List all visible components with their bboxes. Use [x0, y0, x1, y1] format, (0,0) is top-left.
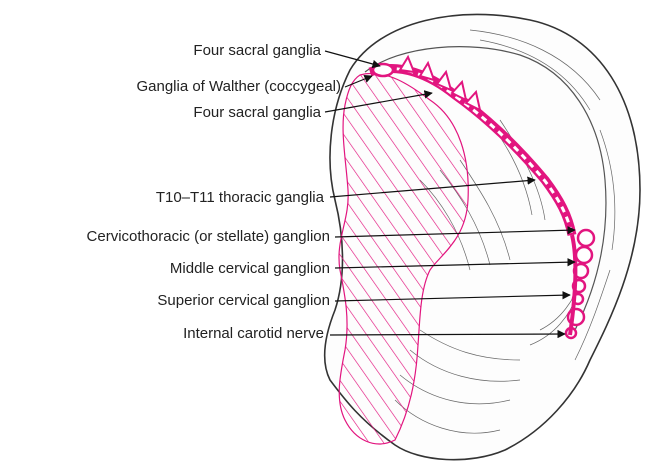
- label-middle-cervical: Middle cervical ganglion: [170, 260, 330, 278]
- label-walther: Ganglia of Walther (coccygeal): [136, 78, 341, 96]
- label-stellate: Cervicothoracic (or stellate) ganglion: [87, 228, 330, 246]
- label-superior-cervical: Superior cervical ganglion: [157, 292, 330, 310]
- label-sacral-bottom: Four sacral ganglia: [193, 104, 321, 122]
- label-thoracic: T10–T11 thoracic ganglia: [156, 189, 324, 207]
- label-sacral-top: Four sacral ganglia: [193, 42, 321, 60]
- label-carotid: Internal carotid nerve: [183, 325, 324, 343]
- coccygeal-ganglion: [373, 64, 393, 76]
